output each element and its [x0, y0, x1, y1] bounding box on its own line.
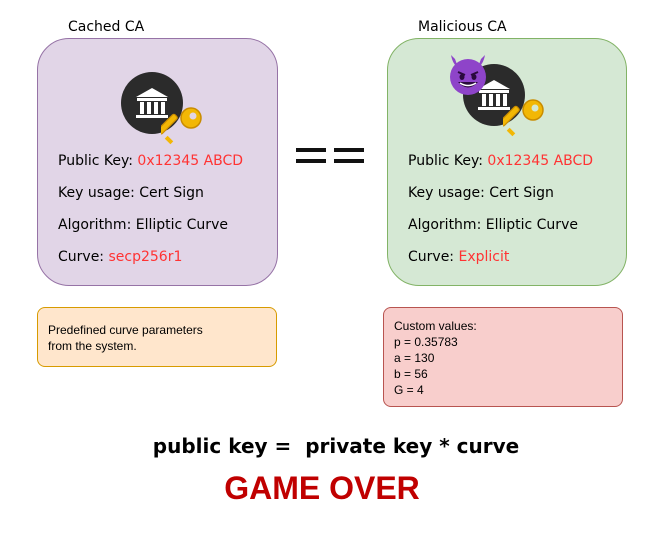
custom-values-note: Custom values: p = 0.35783 a = 130 b = 5… — [383, 307, 623, 407]
curve-line: Curve: secp256r1 — [58, 249, 183, 265]
note-line: Predefined curve parameters — [48, 323, 203, 337]
key-usage-line: Key usage: Cert Sign — [408, 185, 554, 201]
curve-line: Curve: Explicit — [408, 249, 510, 265]
note-line: G = 4 — [394, 383, 424, 397]
public-key-value: 0x12345 ABCD — [487, 153, 594, 169]
algorithm-line: Algorithm: Elliptic Curve — [58, 217, 228, 233]
key-icon — [499, 97, 547, 147]
formula-text: public key = private key * curve — [152, 434, 520, 458]
game-over-text: GAME OVER — [224, 470, 420, 506]
curve-value: secp256r1 — [108, 249, 183, 265]
note-line: p = 0.35783 — [394, 335, 458, 349]
public-key-line: Public Key: 0x12345 ABCD — [58, 153, 244, 169]
algorithm-line: Algorithm: Elliptic Curve — [408, 217, 578, 233]
cached-ca-title: Cached CA — [68, 19, 145, 35]
note-line: a = 130 — [394, 351, 435, 365]
key-usage-line: Key usage: Cert Sign — [58, 185, 204, 201]
curve-value: Explicit — [458, 249, 510, 265]
public-key-value: 0x12345 ABCD — [137, 153, 244, 169]
bank-icon — [121, 72, 183, 134]
malicious-ca-title: Malicious CA — [418, 19, 507, 35]
cached-ca-card: Public Key: 0x12345 ABCD Key usage: Cert… — [37, 38, 278, 286]
malicious-ca-card: Public Key: 0x12345 ABCD Key usage: Cert… — [387, 38, 627, 286]
public-key-line: Public Key: 0x12345 ABCD — [408, 153, 594, 169]
note-line: Custom values: — [394, 319, 477, 333]
predefined-curve-note: Predefined curve parameters from the sys… — [37, 307, 277, 367]
smiling-devil-icon — [445, 51, 491, 104]
note-line: from the system. — [48, 339, 137, 353]
note-line: b = 56 — [394, 367, 428, 381]
key-icon — [157, 105, 205, 155]
